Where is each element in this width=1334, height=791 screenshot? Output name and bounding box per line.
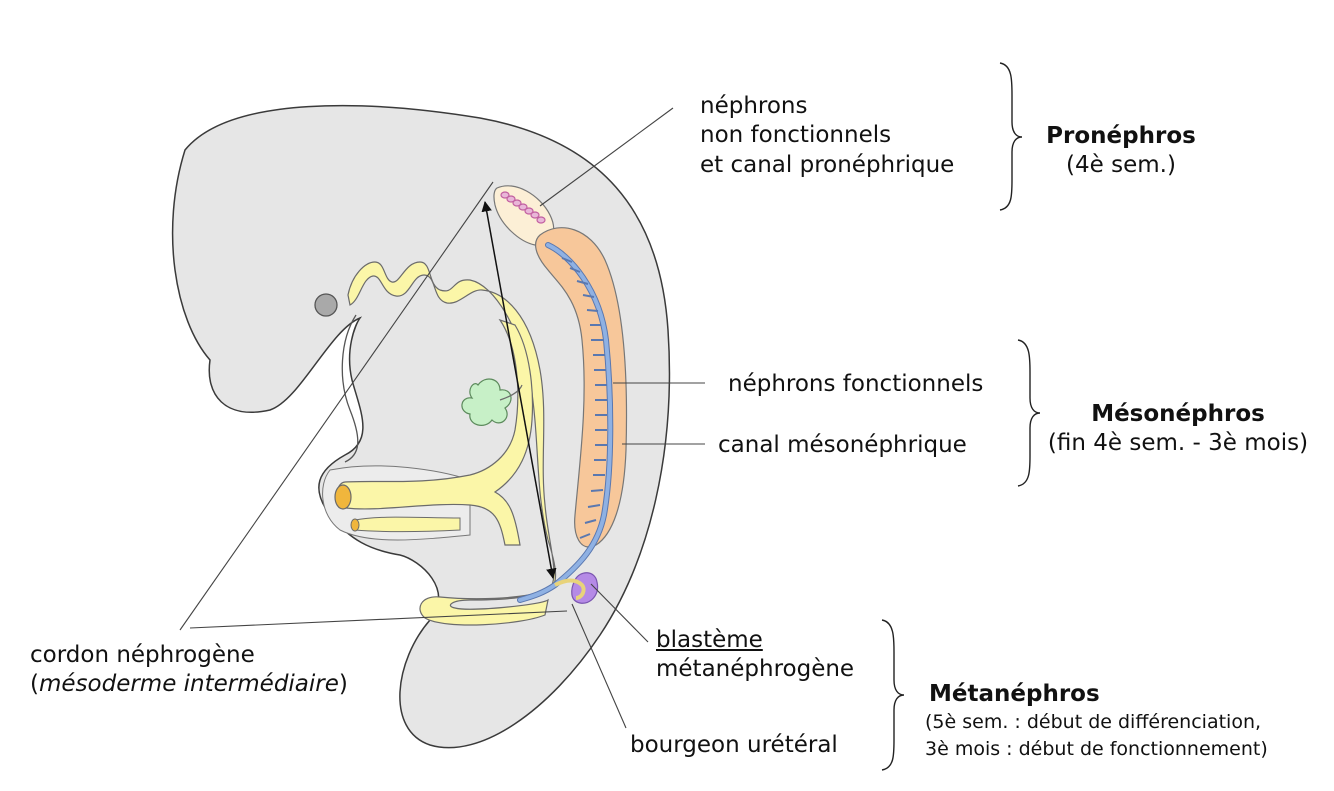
mesonephros-stage: Mésonéphros (fin 4è sem. - 3è mois) xyxy=(1040,400,1316,459)
double-arrow xyxy=(481,200,557,580)
braces xyxy=(881,62,1041,771)
allantois xyxy=(354,516,461,532)
cordon-italic: mésoderme intermédiaire xyxy=(38,671,339,698)
metanephrogene-word: métanéphrogène xyxy=(656,656,855,683)
cordon-paren-close: ) xyxy=(338,671,348,698)
pronephros-stage: Pronéphros (4è sem.) xyxy=(1038,122,1204,181)
cordon-paren-open: ( xyxy=(30,671,39,698)
cordon-label: cordon néphrogène (mésoderme intermédiai… xyxy=(30,641,348,700)
pronephros-nephrons-label: néphrons non fonctionnels et canal proné… xyxy=(700,92,954,180)
metanephros-time-1: (5è sem. : début de différenciation, xyxy=(925,711,1262,734)
pronephros-title: Pronéphros xyxy=(1046,123,1196,149)
bourgeon-label: bourgeon urétéral xyxy=(630,732,838,758)
meso-nephrons-label: néphrons fonctionnels xyxy=(728,371,984,397)
pronephros-label-line-1: néphrons xyxy=(700,93,808,119)
ureteric-bud xyxy=(554,578,586,600)
head-fold xyxy=(341,314,359,463)
allantois-opening xyxy=(350,518,360,532)
metanephros-title: Métanéphros xyxy=(929,681,1100,707)
cordon-title: cordon néphrogène xyxy=(30,642,255,668)
pronephros-time: (4è sem.) xyxy=(1066,152,1176,179)
meso-canal-label: canal mésonéphrique xyxy=(718,432,967,458)
blasteme-word: blastème xyxy=(656,627,763,653)
cordon-subtitle: (mésoderme intermédiaire) xyxy=(30,670,348,699)
gut-tube xyxy=(347,261,557,626)
pronephros-label-line-3: et canal pronéphrique xyxy=(700,151,955,178)
mesonephric-tubules xyxy=(561,257,607,539)
blasteme-label: blastème métanéphrogène xyxy=(656,626,854,685)
eye-icon xyxy=(314,293,338,317)
mesonephros-time: (fin 4è sem. - 3è mois) xyxy=(1047,430,1309,457)
leader-lines xyxy=(179,107,705,729)
metanephros-time-2: 3è mois : début de fonctionnement) xyxy=(925,738,1268,761)
umbilical-opening xyxy=(334,484,352,510)
mesonephros-region xyxy=(534,227,628,548)
pronephros-label-line-2: non fonctionnels xyxy=(700,122,892,149)
metanephros-stage: Métanéphros (5è sem. : début de différen… xyxy=(925,680,1268,763)
mesonephros-title: Mésonéphros xyxy=(1091,401,1265,427)
